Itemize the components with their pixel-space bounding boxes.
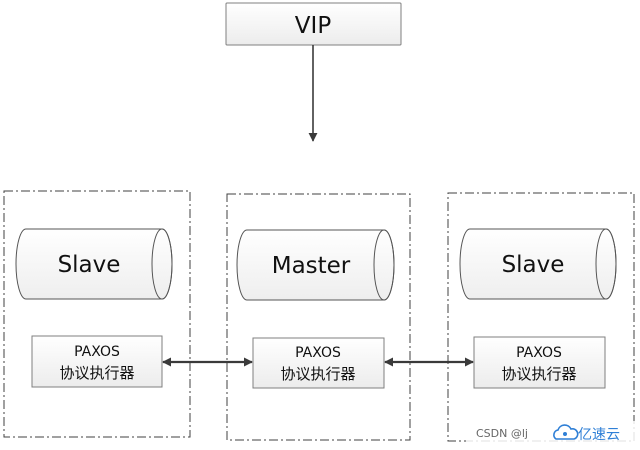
database-cylinder-master — [236, 229, 395, 301]
database-label: Master — [272, 253, 351, 279]
paxos-executor-line2: 协议执行器 — [59, 364, 134, 382]
brand-watermark-text: 亿速云 — [578, 427, 620, 443]
paxos-executor-line2: 协议执行器 — [501, 365, 576, 383]
database-cylinder-slave-right — [459, 228, 617, 300]
database-label: Slave — [502, 252, 565, 278]
vip-label: VIP — [295, 13, 332, 39]
node-group-slave-left: Slave PAXOS 协议执行器 — [3, 190, 191, 438]
watermark: CSDN @lj 亿速云 — [466, 421, 638, 445]
database-cylinder-slave-left — [15, 228, 173, 300]
cloud-logo-icon — [553, 424, 579, 440]
paxos-executor-line2: 协议执行器 — [280, 365, 355, 383]
paxos-executor-box — [252, 337, 385, 389]
database-label: Slave — [58, 252, 121, 278]
paxos-executor-box — [31, 335, 163, 388]
node-container-master — [226, 193, 411, 441]
paxos-executor-box — [473, 336, 606, 389]
vip-node: VIP — [225, 2, 402, 46]
node-group-slave-right: Slave PAXOS 协议执行器 — [447, 192, 635, 442]
node-group-master: Master PAXOS 协议执行器 — [226, 193, 411, 441]
node-container-slave-left — [3, 190, 191, 438]
csdn-watermark-text: CSDN @lj — [476, 427, 528, 440]
paxos-executor-line1: PAXOS — [516, 345, 562, 361]
paxos-executor-line1: PAXOS — [295, 345, 341, 361]
paxos-executor-line1: PAXOS — [74, 344, 120, 360]
